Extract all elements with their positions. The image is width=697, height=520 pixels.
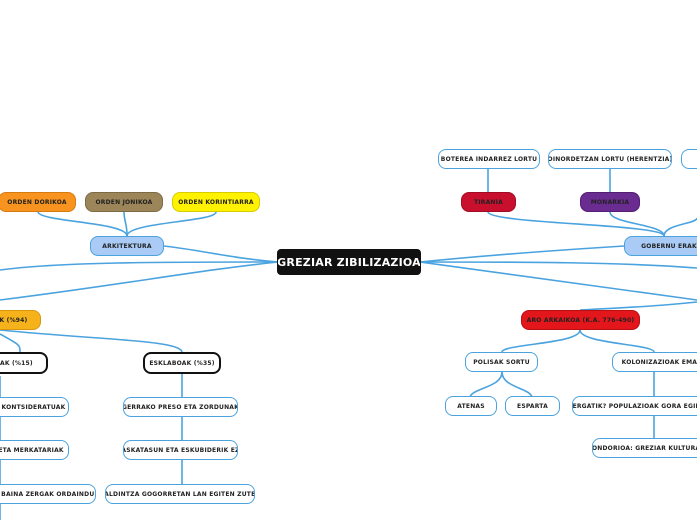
node-kolonizazioak[interactable]: KOLONIZAZIOAK EMAN [612,352,697,372]
node-orden-jonikoa[interactable]: ORDEN JONIKOA [85,192,163,212]
node-esparta[interactable]: ESPARTA [505,396,560,416]
node-gerrako-preso[interactable]: GERRAKO PRESO ETA ZORDUNAK [123,397,238,417]
node-atenas[interactable]: ATENAS [445,396,497,416]
node-zergatik[interactable]: ZERGATIK? POPULAZIOAK GORA EGIN ETA [572,396,697,416]
node-left-row2[interactable]: K ETA MERKATARIAK [0,440,69,460]
node-polisak-sortu[interactable]: POLISAK SORTU [465,352,538,372]
node-herritarrak[interactable]: RAK (%15) [0,352,48,374]
node-esklaboak[interactable]: ESKLABOAK (%35) [143,352,221,374]
node-cut-right[interactable] [681,149,697,169]
node-baldintza[interactable]: BALDINTZA GOGORRETAN LAN EGITEN ZUTEN [105,484,255,504]
node-monarkia[interactable]: MONARKIA [580,192,640,212]
node-gobernu[interactable]: GOBERNU ERAK [624,236,697,256]
node-ondorioa[interactable]: ONDORIOA: GREZIAR KULTURA HE [592,438,697,458]
node-left-row1[interactable]: AK KONTSIDERATUAK [0,397,69,417]
root-node[interactable]: GREZIAR ZIBILIZAZIOA [277,249,421,275]
node-aro-arkaikoa[interactable]: ARO ARKAIKOA (K.A. 776-490) [521,310,640,330]
node-gizarte[interactable]: K (%94) [0,310,41,330]
node-askatasun[interactable]: ASKATASUN ETA ESKUBIDERIK EZ [123,440,238,460]
node-botere-indarrez[interactable]: BOTEREA INDARREZ LORTU [438,149,540,169]
node-orden-korintiarra[interactable]: ORDEN KORINTIARRA [172,192,260,212]
node-oinordetzan[interactable]: OINORDETZAN LORTU (HERENTZIA) [548,149,672,169]
node-tirania[interactable]: TIRANIA [461,192,516,212]
node-left-row3[interactable]: EZ, BAINA ZERGAK ORDAINDU [0,484,96,504]
node-orden-dorikoa[interactable]: ORDEN DORIKOA [0,192,76,212]
node-arkitektura[interactable]: ARKITEKTURA [90,236,164,256]
